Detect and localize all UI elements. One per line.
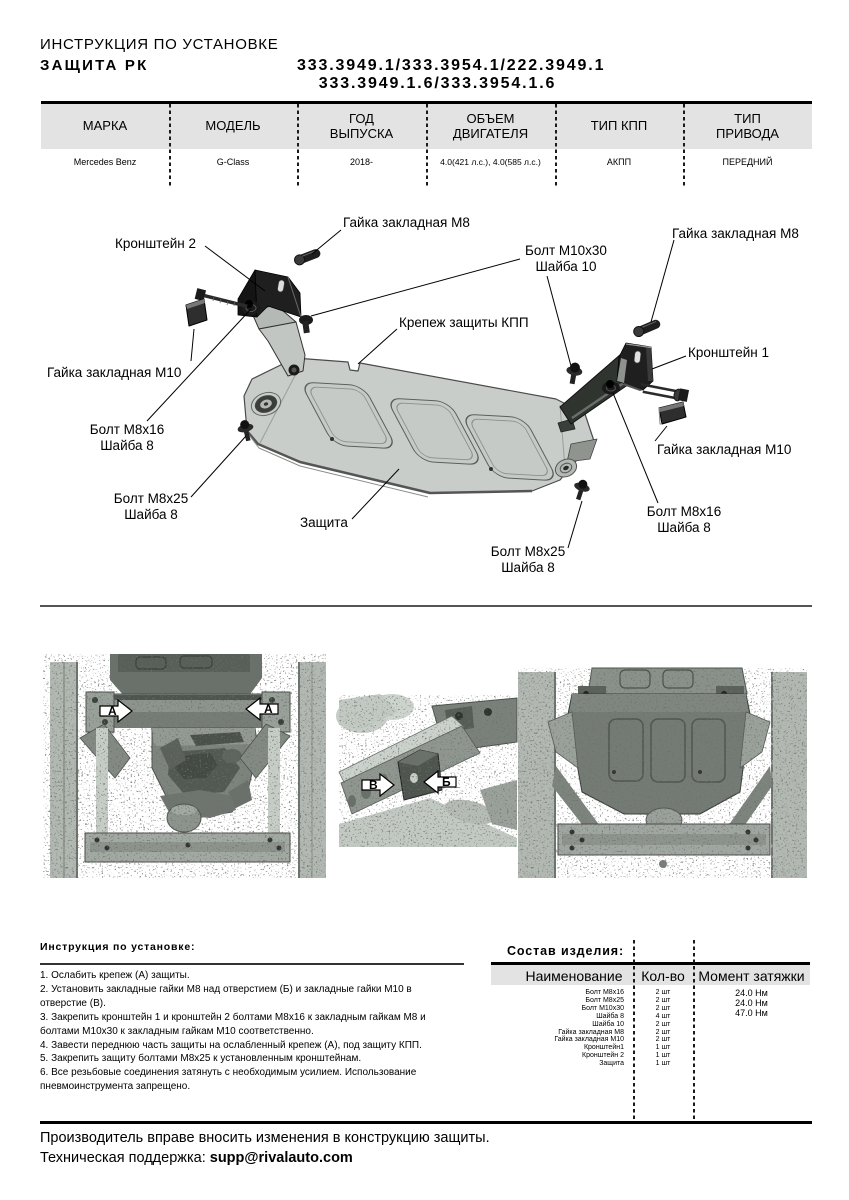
svg-text:Шайба 8: Шайба 8 [501,560,555,575]
svg-text:Шайба 10: Шайба 10 [535,259,596,274]
svg-text:Болт М8х16: Болт М8х16 [90,422,164,437]
svg-text:Шайба 8: Шайба 8 [124,507,178,522]
svg-text:Болт М8х25: Болт М8х25 [114,491,188,506]
svg-text:Б: Б [442,775,451,789]
svg-text:Болт М10х30: Болт М10х30 [525,243,607,258]
svg-text:Болт М8х25: Болт М8х25 [491,544,565,559]
svg-text:Кронштейн 1: Кронштейн 1 [688,345,769,360]
svg-text:Гайка закладная М8: Гайка закладная М8 [343,215,470,230]
svg-text:Кронштейн 2: Кронштейн 2 [115,236,196,251]
svg-text:Крепеж защиты КПП: Крепеж защиты КПП [399,315,529,330]
svg-text:Болт М8х16: Болт М8х16 [647,504,721,519]
svg-text:Гайка закладная М8: Гайка закладная М8 [672,226,799,241]
svg-text:А: А [264,702,273,716]
svg-text:Шайба 8: Шайба 8 [657,520,711,535]
svg-text:В: В [369,778,378,792]
svg-text:Защита: Защита [300,515,348,530]
svg-text:Гайка закладная М10: Гайка закладная М10 [657,442,791,457]
svg-text:Шайба 8: Шайба 8 [100,438,154,453]
svg-text:А: А [108,704,117,718]
svg-text:Гайка закладная М10: Гайка закладная М10 [47,365,181,380]
